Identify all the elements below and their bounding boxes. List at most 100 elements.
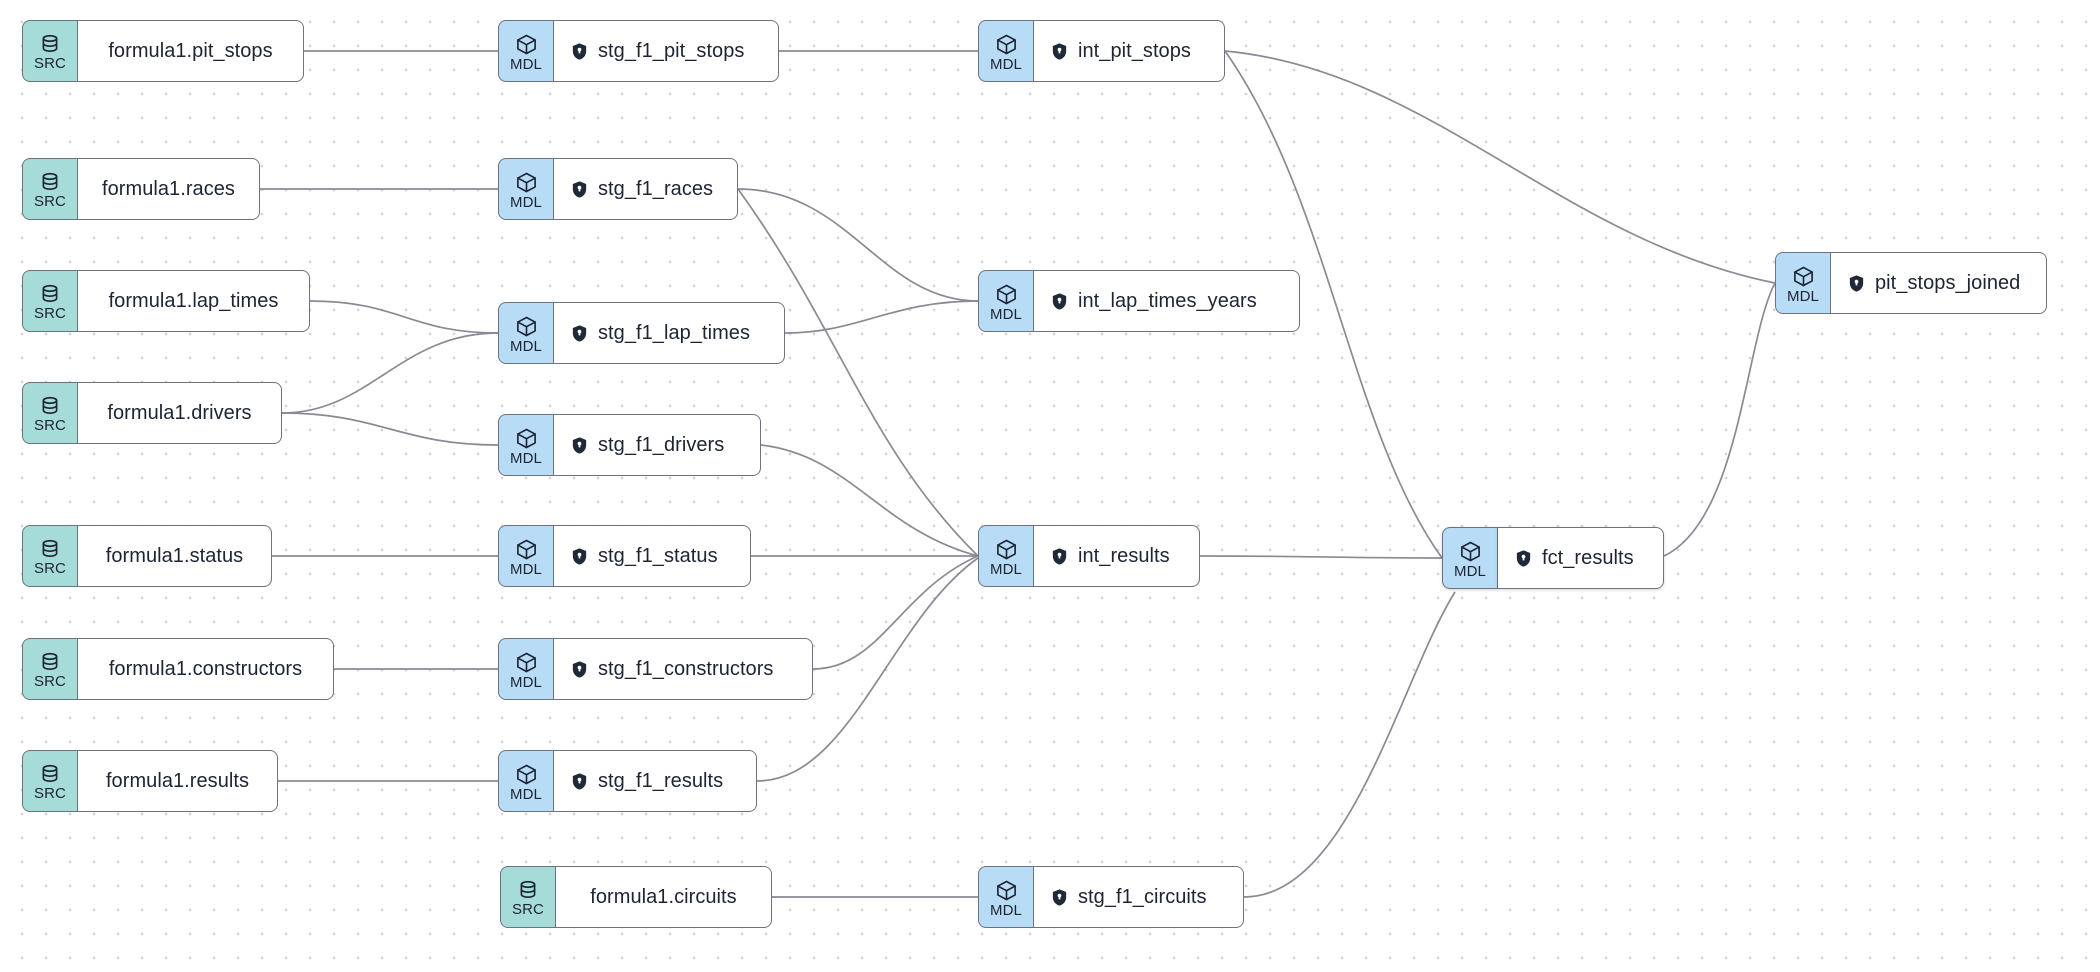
node-int_results[interactable]: MDL int_results <box>978 525 1200 587</box>
node-body[interactable]: pit_stops_joined <box>1831 252 2047 314</box>
edge-fct_results-to-pit_stops_joined <box>1663 282 1776 557</box>
node-type-badge-mdl: MDL <box>498 302 554 364</box>
node-label: stg_f1_circuits <box>1078 885 1207 908</box>
shield-lock-icon <box>1050 547 1069 566</box>
node-label: formula1.pit_stops <box>108 39 273 62</box>
node-body[interactable]: stg_f1_status <box>554 525 751 587</box>
node-type-label: MDL <box>1787 287 1819 305</box>
node-label: int_results <box>1078 544 1170 567</box>
node-body[interactable]: int_pit_stops <box>1034 20 1225 82</box>
database-icon <box>39 33 61 55</box>
node-label: formula1.circuits <box>590 885 737 908</box>
node-type-label: MDL <box>990 560 1022 578</box>
node-body[interactable]: formula1.constructors <box>78 638 334 700</box>
node-src_races[interactable]: SRC formula1.races <box>22 158 260 220</box>
node-label: formula1.races <box>102 177 235 200</box>
node-pit_stops_joined[interactable]: MDL pit_stops_joined <box>1775 252 2047 314</box>
node-body[interactable]: int_results <box>1034 525 1200 587</box>
edge-stg_lap_times-to-int_lap_times_years <box>784 300 979 334</box>
node-stg_status[interactable]: MDL stg_f1_status <box>498 525 751 587</box>
node-body[interactable]: stg_f1_circuits <box>1034 866 1244 928</box>
node-body[interactable]: stg_f1_constructors <box>554 638 813 700</box>
shield-lock-icon <box>1050 888 1069 907</box>
shield-lock-icon <box>1847 274 1866 293</box>
database-icon <box>39 395 61 417</box>
cube-icon <box>1792 265 1815 288</box>
node-stg_circuits[interactable]: MDL stg_f1_circuits <box>978 866 1244 928</box>
node-label: int_pit_stops <box>1078 39 1191 62</box>
node-fct_results[interactable]: MDL fct_results <box>1442 527 1664 589</box>
node-stg_constructors[interactable]: MDL stg_f1_constructors <box>498 638 813 700</box>
node-label: formula1.results <box>105 769 250 792</box>
node-src_constructors[interactable]: SRC formula1.constructors <box>22 638 334 700</box>
database-icon <box>39 763 61 785</box>
node-type-label: MDL <box>990 901 1022 919</box>
node-type-badge-src: SRC <box>22 382 78 444</box>
node-type-badge-src: SRC <box>22 638 78 700</box>
node-body[interactable]: formula1.pit_stops <box>78 20 304 82</box>
node-body[interactable]: formula1.lap_times <box>78 270 310 332</box>
node-body[interactable]: stg_f1_results <box>554 750 757 812</box>
node-type-badge-src: SRC <box>500 866 556 928</box>
node-body[interactable]: fct_results <box>1498 527 1664 589</box>
shield-lock-icon <box>570 660 589 679</box>
node-body[interactable]: stg_f1_races <box>554 158 738 220</box>
node-type-badge-mdl: MDL <box>498 638 554 700</box>
database-icon <box>39 538 61 560</box>
node-body[interactable]: stg_f1_drivers <box>554 414 761 476</box>
node-type-badge-mdl: MDL <box>498 414 554 476</box>
node-type-badge-mdl: MDL <box>498 20 554 82</box>
shield-lock-icon <box>570 772 589 791</box>
cube-icon <box>1459 540 1482 563</box>
node-body[interactable]: formula1.circuits <box>556 866 772 928</box>
node-label: stg_f1_races <box>598 177 714 200</box>
node-body[interactable]: formula1.races <box>78 158 260 220</box>
database-icon <box>39 651 61 673</box>
node-body[interactable]: stg_f1_lap_times <box>554 302 785 364</box>
node-type-label: SRC <box>512 901 544 918</box>
node-stg_lap_times[interactable]: MDL stg_f1_lap_times <box>498 302 785 364</box>
node-type-label: SRC <box>34 193 66 210</box>
node-label: stg_f1_results <box>598 769 724 792</box>
node-body[interactable]: formula1.results <box>78 750 278 812</box>
node-body[interactable]: formula1.drivers <box>78 382 282 444</box>
node-stg_results[interactable]: MDL stg_f1_results <box>498 750 757 812</box>
database-icon <box>39 171 61 193</box>
node-type-label: MDL <box>510 560 542 578</box>
node-body[interactable]: formula1.status <box>78 525 272 587</box>
cube-icon <box>995 283 1018 306</box>
node-type-label: SRC <box>34 673 66 690</box>
node-int_pit_stops[interactable]: MDL int_pit_stops <box>978 20 1225 82</box>
node-stg_races[interactable]: MDL stg_f1_races <box>498 158 738 220</box>
node-int_lap_times_years[interactable]: MDL int_lap_times_years <box>978 270 1300 332</box>
node-label: formula1.constructors <box>108 657 303 680</box>
edge-src_drivers-to-stg_drivers <box>281 412 499 446</box>
node-type-badge-src: SRC <box>22 158 78 220</box>
cube-icon <box>995 879 1018 902</box>
cube-icon <box>515 427 538 450</box>
cube-icon <box>515 315 538 338</box>
node-src_status[interactable]: SRC formula1.status <box>22 525 272 587</box>
cube-icon <box>515 538 538 561</box>
node-stg_drivers[interactable]: MDL stg_f1_drivers <box>498 414 761 476</box>
node-stg_pit_stops[interactable]: MDL stg_f1_pit_stops <box>498 20 779 82</box>
node-type-label: MDL <box>510 193 542 211</box>
node-label: int_lap_times_years <box>1078 289 1257 312</box>
node-type-label: SRC <box>34 560 66 577</box>
node-body[interactable]: stg_f1_pit_stops <box>554 20 779 82</box>
database-icon <box>517 879 539 901</box>
node-src_circuits[interactable]: SRC formula1.circuits <box>500 866 772 928</box>
cube-icon <box>995 33 1018 56</box>
shield-lock-icon <box>1050 292 1069 311</box>
node-body[interactable]: int_lap_times_years <box>1034 270 1300 332</box>
edge-stg_circuits-to-fct_results <box>1243 591 1456 898</box>
node-type-label: MDL <box>510 673 542 691</box>
edge-src_lap_times-to-stg_lap_times <box>309 300 499 334</box>
shield-lock-icon <box>570 436 589 455</box>
